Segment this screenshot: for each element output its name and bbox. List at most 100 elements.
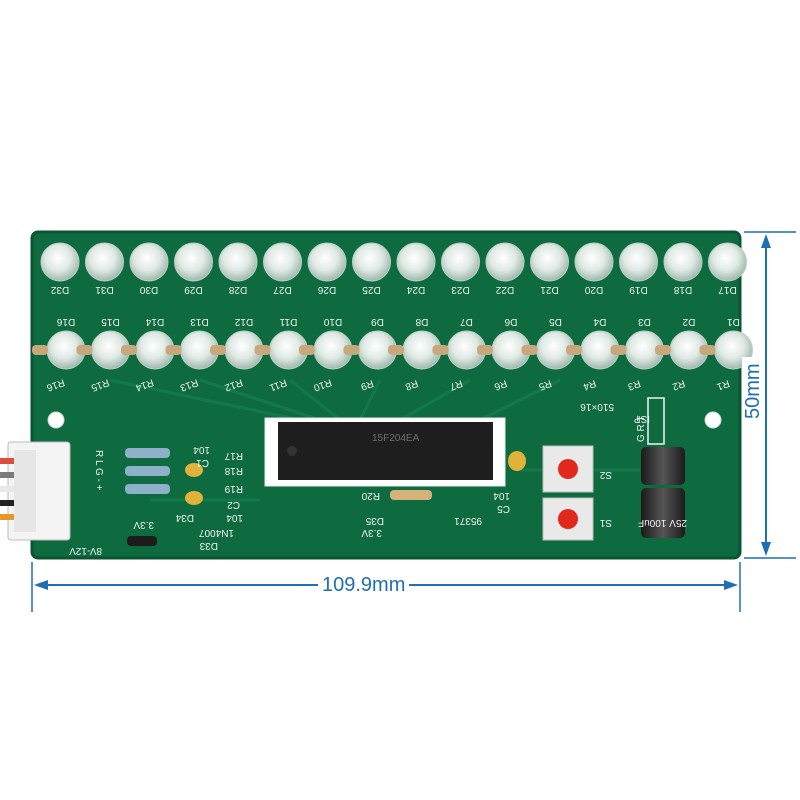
label-isp: ISP — [634, 413, 650, 424]
led-label: D6 — [504, 316, 517, 327]
diode-d35 — [390, 490, 432, 500]
label-r17: R17 — [224, 450, 243, 461]
led-d23: D23 — [441, 242, 480, 295]
cap-c2 — [185, 491, 203, 505]
led-label: D16 — [56, 316, 75, 327]
label-elcap: 25V 100uF — [638, 517, 687, 528]
led-d31: D31 — [85, 242, 124, 295]
label-r20: R20 — [361, 490, 380, 501]
label-c1: C1 — [196, 457, 209, 468]
label-d33: D33 — [199, 540, 218, 551]
led-label: D18 — [673, 284, 692, 295]
cap-c1 — [185, 463, 203, 477]
resistor-label: R4 — [581, 377, 597, 392]
led-label: D14 — [145, 316, 164, 327]
led-label: D11 — [279, 316, 297, 327]
resistor-label: R1 — [715, 377, 731, 392]
led-label: D31 — [95, 284, 114, 295]
label-r19: R19 — [224, 483, 243, 494]
height-dimension-label: 50mm — [742, 357, 765, 425]
label-3v3-a: 3.3V — [133, 519, 154, 530]
resistor — [32, 345, 48, 355]
resistor — [76, 345, 93, 355]
resistor-label: R3 — [626, 377, 642, 392]
chip-marking: 15F204EA — [372, 433, 420, 444]
led-d30: D30 — [129, 242, 169, 295]
led-d19: D19 — [619, 242, 658, 295]
resistor — [121, 345, 137, 355]
label-s2: S2 — [599, 469, 612, 480]
led-label: D19 — [629, 284, 648, 295]
resistor — [566, 345, 582, 355]
resistor — [655, 345, 671, 355]
electrolytic-capacitor — [641, 488, 685, 538]
led-d21: D21 — [530, 242, 569, 295]
led-label: D29 — [184, 284, 203, 295]
led-label: D27 — [273, 284, 292, 295]
label-104-a: 104 — [193, 444, 210, 455]
resistor-r19 — [125, 484, 170, 494]
led-d26: D26 — [307, 242, 347, 295]
resistor — [432, 345, 449, 355]
resistor — [388, 345, 404, 355]
label-d35: D35 — [365, 515, 384, 526]
label-3v3-b: 3.3V — [361, 527, 382, 538]
cap-c5 — [508, 451, 526, 471]
led-d29: D29 — [174, 242, 213, 295]
led-label: D5 — [549, 316, 562, 327]
resistor-r18 — [125, 466, 170, 476]
led-label: D9 — [371, 316, 384, 327]
led-d28: D28 — [218, 242, 258, 295]
led-label: D32 — [50, 284, 69, 295]
label-r18: R18 — [224, 465, 243, 476]
label-d34: D34 — [175, 512, 194, 523]
resistor — [477, 345, 493, 355]
microcontroller-chip: 15F204EA — [264, 417, 506, 487]
led-d32: D32 — [40, 242, 80, 295]
resistor — [699, 345, 716, 355]
led-label: D17 — [718, 284, 737, 295]
led-d24: D24 — [396, 242, 436, 295]
resistor-label: R9 — [359, 377, 375, 392]
resistor — [521, 345, 538, 355]
led-label: D1 — [727, 316, 740, 327]
resistor — [610, 345, 627, 355]
label-isp-pins: G R T — [636, 416, 647, 442]
led-label: D23 — [451, 284, 470, 295]
label-board-code: 95371 — [454, 515, 482, 526]
led-d17: D17 — [708, 242, 747, 295]
mounting-hole — [47, 411, 65, 429]
label-s1: S1 — [599, 517, 612, 528]
label-supply: 8V-12V — [69, 545, 102, 556]
led-d18: D18 — [663, 242, 703, 295]
push-button-s2[interactable] — [542, 445, 594, 493]
resistor — [343, 345, 360, 355]
led-d27: D27 — [263, 242, 302, 295]
label-c5: C5 — [497, 503, 510, 514]
led-label: D24 — [406, 284, 425, 295]
resistor-label: R6 — [492, 377, 508, 392]
led-label: D12 — [234, 316, 253, 327]
height-dimension — [744, 231, 796, 559]
led-label: D28 — [228, 284, 247, 295]
label-104-c: 104 — [493, 490, 510, 501]
resistor-label: R2 — [670, 377, 686, 392]
label-connector-pins: R L G - + — [93, 450, 104, 491]
led-label: D8 — [415, 316, 428, 327]
push-button-s1[interactable] — [542, 497, 594, 541]
led-label: D20 — [584, 284, 603, 295]
mounting-hole — [704, 411, 722, 429]
resistor — [165, 345, 182, 355]
isp-header — [647, 397, 665, 445]
label-1n4007: 1N4007 — [199, 527, 234, 538]
led-d20: D20 — [574, 242, 614, 295]
